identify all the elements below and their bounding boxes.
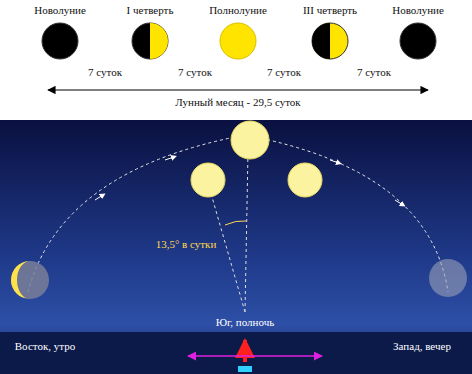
interval-label: 7 суток xyxy=(267,66,301,79)
south-arrow xyxy=(243,340,247,362)
moon-phase: Полнолуние xyxy=(209,4,267,61)
moon-phase-shape xyxy=(40,21,80,61)
moon-phase-icon xyxy=(132,23,168,59)
moon-phase-icon xyxy=(400,23,436,59)
moon-phase: Новолуние xyxy=(34,4,86,61)
moon-sky xyxy=(191,163,225,197)
moon-west xyxy=(429,259,467,297)
arc-arrow xyxy=(95,195,103,200)
moon-sky xyxy=(288,163,322,197)
moon-phase-icon xyxy=(42,23,78,59)
direction-label: Юг, полночь xyxy=(216,316,274,329)
moon-phase-shape xyxy=(130,21,170,61)
angle-line xyxy=(210,190,245,312)
moon-phase-icon xyxy=(312,23,348,59)
moon-phase-shape xyxy=(218,21,258,61)
arc-arrow xyxy=(330,160,339,163)
angle-label: 13,5° в сутки xyxy=(156,238,217,251)
month-arrow xyxy=(48,89,428,90)
moon-phase-icon xyxy=(220,23,256,59)
moon-phase: III четверть xyxy=(303,4,357,61)
moon-sky xyxy=(231,121,269,159)
interval-label: 7 суток xyxy=(357,66,391,79)
phase-name: Полнолуние xyxy=(209,4,267,17)
moon-phase-shape xyxy=(398,21,438,61)
moon-east xyxy=(11,261,49,299)
angle-line xyxy=(245,152,248,312)
direction-label: Восток, утро xyxy=(15,340,75,353)
phase-name: Новолуние xyxy=(34,4,86,17)
month-label: Лунный месяц - 29,5 суток xyxy=(175,96,300,109)
angle-arc xyxy=(225,221,246,225)
direction-label: Запад, вечер xyxy=(393,340,451,353)
phase-name: I четверть xyxy=(127,4,174,17)
interval-label: 7 суток xyxy=(178,66,212,79)
moon-crescent xyxy=(11,261,30,299)
horizon-ground xyxy=(0,332,472,374)
moon-phase-shape xyxy=(310,21,350,61)
phase-name: III четверть xyxy=(303,4,357,17)
moon-phase: Новолуние xyxy=(392,4,444,61)
observer-mark xyxy=(238,366,252,372)
moon-phase: I четверть xyxy=(127,4,174,61)
moon-path-arc xyxy=(28,135,448,292)
phase-name: Новолуние xyxy=(392,4,444,17)
interval-label: 7 суток xyxy=(88,66,122,79)
arc-arrow xyxy=(165,157,174,160)
arc-arrow xyxy=(395,200,403,205)
sky-panel xyxy=(0,120,472,374)
horizon-arrow xyxy=(188,355,322,357)
